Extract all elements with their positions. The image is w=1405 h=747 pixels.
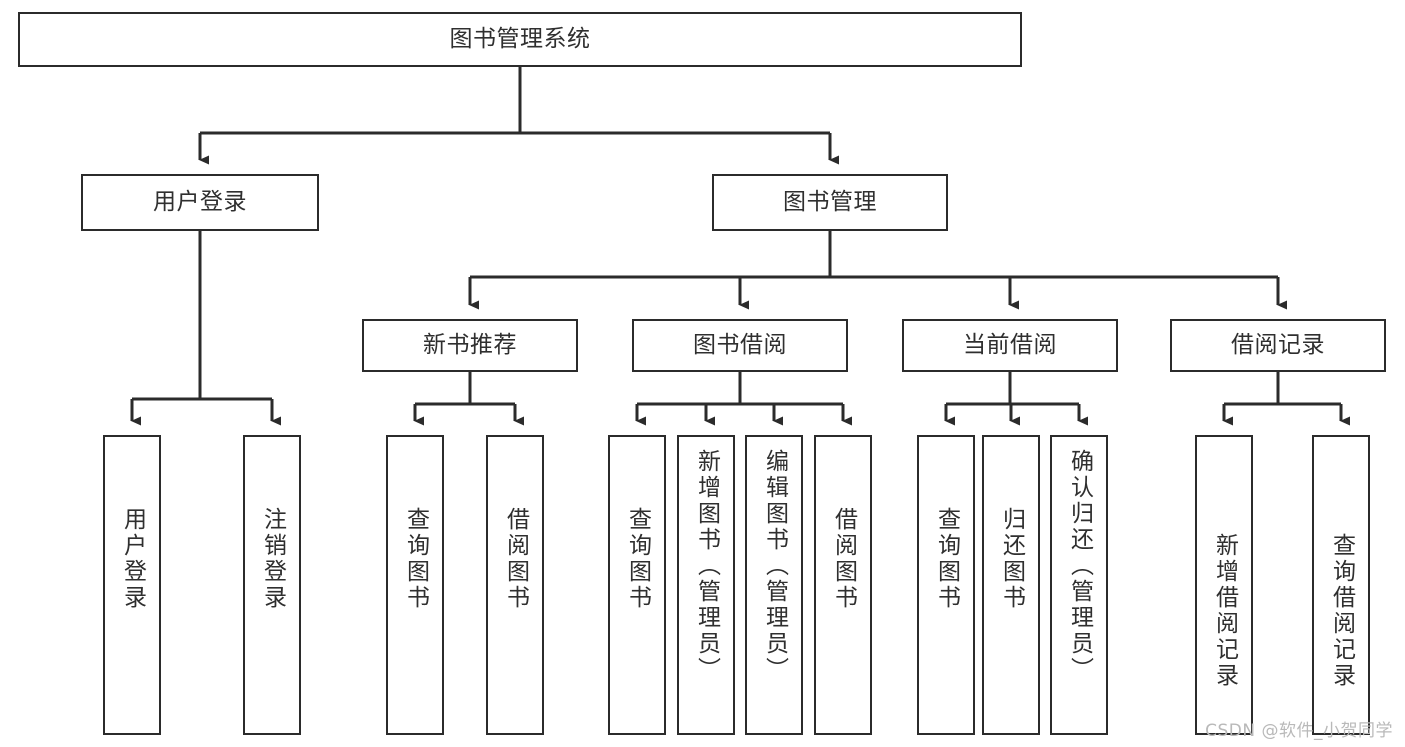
node-leaf-query-book-rec[interactable]: 查询图书 xyxy=(386,435,444,735)
node-label: 查询图书 xyxy=(402,507,429,611)
node-label: 借阅图书 xyxy=(830,507,857,611)
node-leaf-borrow-book-rec[interactable]: 借阅图书 xyxy=(486,435,544,735)
node-leaf-logout[interactable]: 注销登录 xyxy=(243,435,301,735)
node-current-borrow[interactable]: 当前借阅 xyxy=(902,319,1118,372)
node-book-borrow[interactable]: 图书借阅 xyxy=(632,319,848,372)
node-leaf-add-book-admin[interactable]: 新增图书（管理员） xyxy=(677,435,735,735)
node-label: 借阅图书 xyxy=(502,507,529,611)
node-leaf-edit-book-admin[interactable]: 编辑图书（管理员） xyxy=(745,435,803,735)
node-label: 借阅记录 xyxy=(1231,331,1325,358)
node-leaf-confirm-return-admin[interactable]: 确认归还（管理员） xyxy=(1050,435,1108,735)
node-root-system[interactable]: 图书管理系统 xyxy=(18,12,1022,67)
node-leaf-add-borrow-record[interactable]: 新增借阅记录 xyxy=(1195,435,1253,735)
node-label: 新增图书（管理员） xyxy=(693,449,720,683)
node-leaf-return-book[interactable]: 归还图书 xyxy=(982,435,1040,735)
node-label: 编辑图书（管理员） xyxy=(761,449,788,683)
node-new-book-recommend[interactable]: 新书推荐 xyxy=(362,319,578,372)
node-leaf-query-book-current[interactable]: 查询图书 xyxy=(917,435,975,735)
node-label: 图书借阅 xyxy=(693,331,787,358)
node-label: 注销登录 xyxy=(259,507,286,611)
node-leaf-query-book-borrow[interactable]: 查询图书 xyxy=(608,435,666,735)
node-label: 用户登录 xyxy=(153,188,247,215)
node-label: 用户登录 xyxy=(119,507,146,611)
node-book-management[interactable]: 图书管理 xyxy=(712,174,948,231)
node-label: 归还图书 xyxy=(998,507,1025,611)
node-borrow-record[interactable]: 借阅记录 xyxy=(1170,319,1386,372)
node-leaf-user-login[interactable]: 用户登录 xyxy=(103,435,161,735)
node-label: 图书管理系统 xyxy=(449,25,591,52)
node-label: 新书推荐 xyxy=(423,331,517,358)
node-label: 新增借阅记录 xyxy=(1211,533,1238,689)
node-label: 查询借阅记录 xyxy=(1328,533,1355,689)
node-leaf-query-borrow-record[interactable]: 查询借阅记录 xyxy=(1312,435,1370,735)
node-label: 查询图书 xyxy=(933,507,960,611)
node-leaf-borrow-book[interactable]: 借阅图书 xyxy=(814,435,872,735)
node-label: 图书管理 xyxy=(783,188,877,215)
node-label: 当前借阅 xyxy=(963,331,1057,358)
node-user-login[interactable]: 用户登录 xyxy=(81,174,319,231)
node-label: 确认归还（管理员） xyxy=(1066,449,1093,683)
node-label: 查询图书 xyxy=(624,507,651,611)
